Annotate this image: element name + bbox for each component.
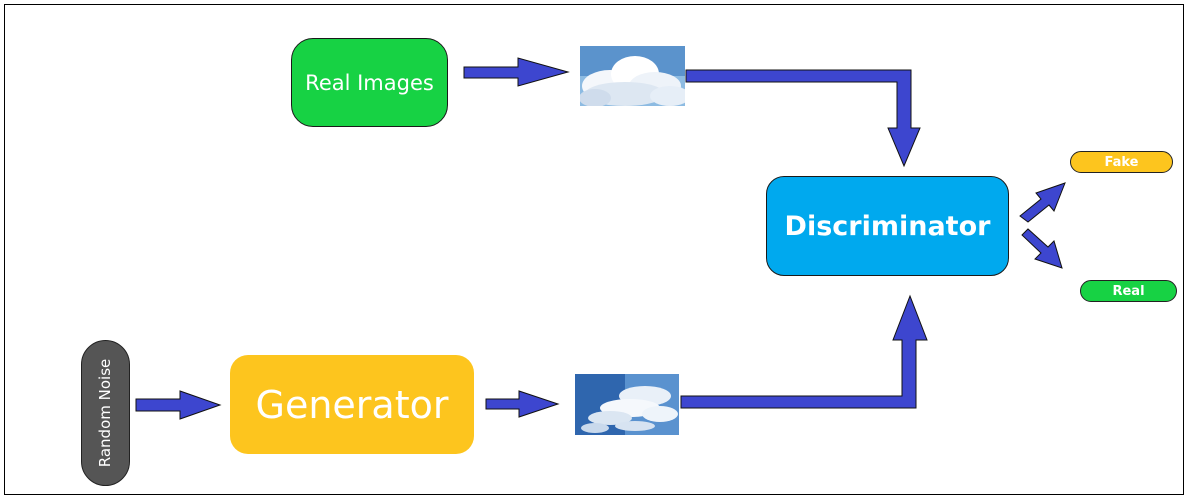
random-noise-node: Random Noise [81, 340, 130, 486]
arrow-image-to-discriminator [685, 69, 921, 168]
real-images-node: Real Images [291, 38, 448, 127]
fake-output-node: Fake [1070, 151, 1173, 173]
fake-output-label: Fake [1104, 154, 1139, 170]
arrow-noise-to-generator [135, 390, 222, 420]
arrow-real-to-image [463, 57, 570, 87]
discriminator-label: Discriminator [784, 210, 991, 242]
arrow-generated-to-discriminator [680, 294, 928, 409]
arrow-generator-to-image [485, 390, 560, 418]
generator-label: Generator [255, 382, 449, 427]
real-output-node: Real [1080, 280, 1177, 302]
generated-sample-image [575, 374, 679, 435]
real-images-label: Real Images [305, 70, 434, 95]
arrow-to-fake [1019, 182, 1066, 223]
discriminator-node: Discriminator [766, 176, 1009, 276]
real-sample-image [580, 46, 685, 106]
generator-node: Generator [230, 355, 474, 454]
arrow-to-real [1021, 228, 1063, 269]
real-output-label: Real [1112, 283, 1145, 299]
random-noise-label: Random Noise [96, 358, 115, 468]
